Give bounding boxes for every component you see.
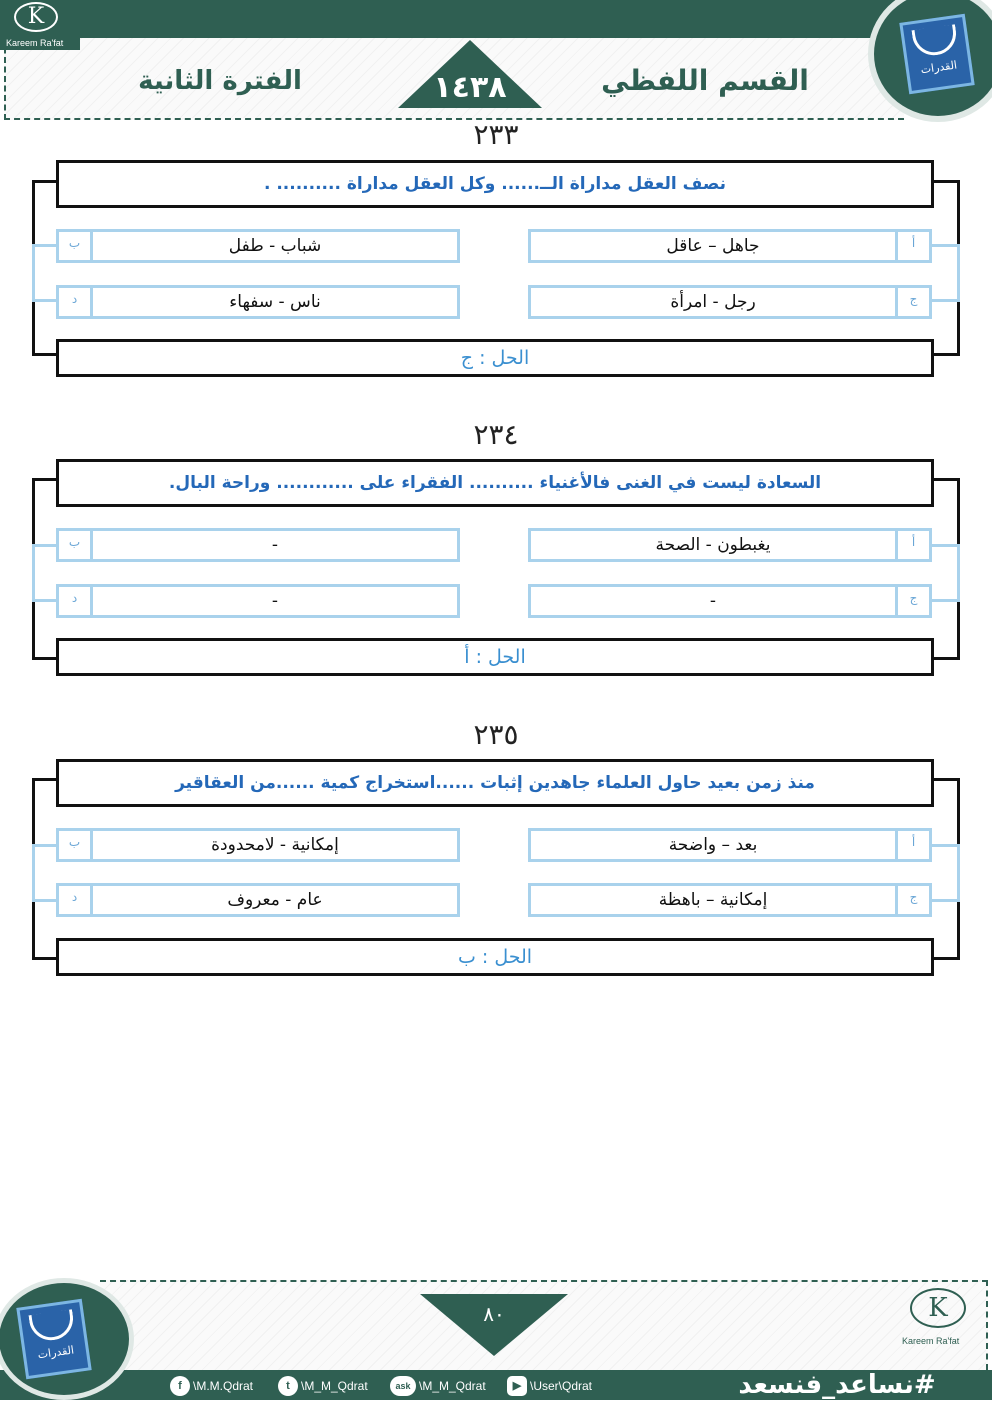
book-logo-icon: القدرات	[16, 1298, 92, 1380]
question-text: نصف العقل مداراة الــ...... وكل العقل مد…	[56, 160, 934, 208]
option-letter: د	[59, 886, 93, 914]
option-b[interactable]: ب شباب - طفل	[56, 229, 460, 263]
option-a[interactable]: أ جاهل – عاقل	[528, 229, 932, 263]
option-letter: ب	[59, 531, 93, 559]
option-letter: ج	[895, 587, 929, 615]
question-number: ٢٣٣	[473, 118, 519, 151]
option-d[interactable]: د ناس - سفهاء	[56, 285, 460, 319]
option-bracket-left	[32, 244, 58, 302]
option-letter: أ	[895, 531, 929, 559]
question-text: السعادة ليست في الغنى فالأغنياء ........…	[56, 459, 934, 507]
year-label: ١٤٣٨	[433, 70, 507, 105]
option-text: شباب - طفل	[228, 236, 322, 256]
option-letter: أ	[895, 831, 929, 859]
option-text: -	[709, 591, 717, 611]
youtube-icon: ▶	[507, 1376, 527, 1396]
book-logo-icon: القدرات	[899, 13, 975, 95]
option-letter: د	[59, 587, 93, 615]
answer-box: الحل : ب	[56, 938, 934, 976]
brand-logo-icon: K	[910, 1288, 966, 1328]
page-header: K Kareem Ra'fat ١٤٣٨ القسم اللفظي الفترة…	[0, 0, 992, 122]
option-text: -	[271, 535, 279, 555]
question-number: ٢٣٤	[473, 418, 519, 451]
answer-box: الحل : ج	[56, 339, 934, 377]
option-letter: د	[59, 288, 93, 316]
page-number: ٨٠	[483, 1302, 505, 1326]
option-b[interactable]: ب إمكانية - لامحدودة	[56, 828, 460, 862]
option-a[interactable]: أ يغبطون - الصحة	[528, 528, 932, 562]
social-handle: \User\Qdrat	[530, 1379, 593, 1393]
option-bracket-left	[32, 844, 58, 902]
option-letter: ج	[895, 886, 929, 914]
option-d[interactable]: د -	[56, 584, 460, 618]
social-facebook[interactable]: f \M.M.Qdrat	[170, 1376, 253, 1396]
brand-name: Kareem Ra'fat	[902, 1336, 960, 1346]
option-letter: ب	[59, 232, 93, 260]
open-book-icon	[28, 1309, 76, 1344]
option-text: -	[271, 591, 279, 611]
period-title: الفترة الثانية	[138, 66, 302, 96]
option-letter: أ	[895, 232, 929, 260]
social-handle: \M.M.Qdrat	[193, 1379, 254, 1393]
header-top-bar	[0, 0, 900, 38]
option-text: إمكانية – باهظة	[658, 890, 768, 910]
ask-icon: ask	[390, 1376, 416, 1396]
option-c[interactable]: ج إمكانية – باهظة	[528, 883, 932, 917]
option-text: جاهل – عاقل	[666, 236, 760, 256]
option-text: ناس - سفهاء	[229, 292, 321, 312]
question-text: منذ زمن بعيد حاول العلماء جاهدين إثبات .…	[56, 759, 934, 807]
brand-name: Kareem Ra'fat	[6, 38, 64, 48]
option-c[interactable]: ج رجل - امرأة	[528, 285, 932, 319]
footer-bar	[0, 1370, 992, 1400]
social-youtube[interactable]: ▶ \User\Qdrat	[507, 1376, 592, 1396]
answer-box: الحل : أ	[56, 638, 934, 676]
twitter-icon: t	[278, 1376, 298, 1396]
badge-text: القدرات	[36, 1343, 75, 1362]
section-title: القسم اللفظي	[601, 64, 809, 97]
social-twitter[interactable]: t \M_M_Qdrat	[278, 1376, 368, 1396]
option-d[interactable]: د عام - معروف	[56, 883, 460, 917]
social-ask[interactable]: ask \M_M_Qdrat	[390, 1376, 486, 1396]
brand-logo-icon: K	[14, 2, 58, 32]
open-book-icon	[911, 24, 959, 59]
option-text: بعد – واضحة	[668, 835, 758, 855]
option-letter: ج	[895, 288, 929, 316]
header-logo-circle: القدرات	[868, 0, 992, 122]
year-triangle	[398, 40, 542, 108]
option-text: رجل - امرأة	[670, 292, 756, 312]
option-bracket-right	[932, 844, 960, 902]
footer-logo-circle: القدرات	[0, 1278, 134, 1400]
option-text: إمكانية - لامحدودة	[211, 835, 339, 855]
option-bracket-right	[932, 244, 960, 302]
badge-text: القدرات	[919, 58, 958, 77]
page-triangle	[420, 1294, 568, 1356]
page-footer: القدرات ٨٠ K Kareem Ra'fat f \M.M.Qdrat …	[0, 1278, 992, 1403]
brand-name-bg	[0, 36, 80, 50]
option-c[interactable]: ج -	[528, 584, 932, 618]
option-letter: ب	[59, 831, 93, 859]
option-text: يغبطون - الصحة	[655, 535, 771, 555]
social-handle: \M_M_Qdrat	[301, 1379, 368, 1393]
option-bracket-left	[32, 544, 58, 602]
question-number: ٢٣٥	[473, 718, 519, 751]
hashtag: #نساعد_فنسعد	[738, 1370, 936, 1400]
option-a[interactable]: أ بعد – واضحة	[528, 828, 932, 862]
social-handle: \M_M_Qdrat	[419, 1379, 486, 1393]
option-b[interactable]: ب -	[56, 528, 460, 562]
option-bracket-right	[932, 544, 960, 602]
option-text: عام - معروف	[227, 890, 323, 910]
facebook-icon: f	[170, 1376, 190, 1396]
